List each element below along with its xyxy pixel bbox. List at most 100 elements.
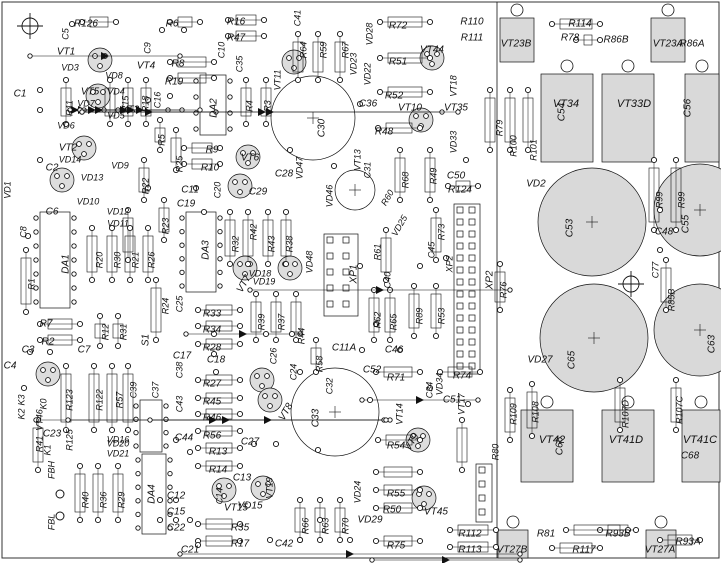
resistor-body	[457, 541, 489, 553]
solder-pad	[506, 86, 514, 94]
solder-pad	[492, 543, 500, 551]
solder-pad	[224, 16, 232, 24]
power-transistor-body	[520, 409, 574, 483]
solder-pad	[152, 336, 160, 344]
label-r107c: R107C	[674, 395, 684, 424]
resistor-body	[124, 235, 136, 273]
solder-pad	[496, 260, 504, 268]
label-vd14: VD14	[59, 154, 82, 164]
label-r27: R27	[203, 379, 222, 390]
label-r54: R54	[387, 441, 406, 452]
label-vd9: VD9	[111, 160, 129, 170]
resistor-body	[122, 373, 134, 423]
solder-pad	[486, 86, 494, 94]
label-s1: S1	[141, 334, 152, 346]
solder-pad	[416, 537, 424, 545]
solder-pad	[27, 53, 33, 59]
connector-pin	[468, 302, 476, 310]
solder-pad	[36, 320, 44, 328]
label-vd12: VD12	[107, 206, 130, 216]
label-r26: R26	[146, 252, 156, 269]
label-k2: K2	[16, 408, 26, 419]
resistor-body	[387, 52, 423, 64]
solder-pad	[97, 63, 103, 69]
solder-pad	[46, 348, 54, 356]
solder-pad	[180, 160, 188, 168]
solder-pad	[424, 51, 430, 57]
resistor-body	[494, 271, 506, 303]
solder-pad	[376, 54, 384, 62]
mounting-hole	[540, 395, 554, 409]
solder-pad	[330, 162, 338, 170]
connector-pin	[468, 242, 476, 250]
label-c65: C65	[567, 350, 578, 369]
label-r9: R9	[206, 145, 219, 156]
solder-pad	[194, 340, 202, 348]
label-c35: C35	[234, 55, 244, 73]
label-r32: R32	[230, 236, 240, 253]
solder-pad	[356, 100, 364, 108]
label-c68: C68	[681, 451, 700, 462]
solder-pad	[194, 520, 202, 528]
solder-pad	[108, 426, 116, 434]
label-r68: R68	[400, 172, 410, 189]
resistor-body	[138, 167, 150, 193]
resistor-body	[447, 366, 473, 378]
solder-pad	[167, 470, 173, 477]
solder-pad	[163, 403, 169, 409]
label-c5: C5	[60, 27, 70, 39]
label-vt15: VT15	[224, 503, 248, 514]
label-c42: C42	[275, 539, 294, 550]
label-r4: R4	[244, 100, 254, 112]
label-r123: R123	[64, 389, 74, 411]
label-vt11: VT11	[272, 70, 282, 91]
solder-pad	[236, 410, 244, 418]
label-r124: R124	[448, 185, 472, 196]
label-c50: C50	[447, 171, 466, 182]
label-c34: C34	[424, 382, 434, 399]
solder-pad	[194, 541, 202, 549]
solder-pad	[179, 256, 185, 262]
solder-pad	[372, 486, 380, 494]
solder-pad	[24, 232, 32, 240]
solder-pad	[114, 342, 122, 350]
solder-pad	[426, 146, 434, 154]
label-r93b: R93B	[605, 529, 630, 540]
solder-pad	[144, 96, 152, 104]
resistor-body	[383, 366, 413, 378]
connector-pin	[326, 300, 334, 308]
label-r125: R125	[64, 428, 74, 451]
solder-pad	[156, 496, 164, 504]
resistor-body	[205, 408, 233, 420]
solder-pad	[62, 426, 70, 434]
solder-pad	[436, 368, 444, 376]
solder-pad	[34, 466, 42, 474]
solder-pad	[372, 504, 380, 512]
solder-pad	[267, 403, 273, 409]
solder-pad	[291, 65, 297, 71]
solder-pad	[172, 496, 180, 504]
solder-pad	[226, 483, 232, 489]
solder-pad	[193, 126, 199, 132]
label-fbh: FBH	[46, 460, 56, 479]
solder-pad	[312, 336, 320, 344]
solder-pad	[200, 208, 208, 216]
solder-pad	[227, 94, 233, 100]
label-r34: R34	[203, 325, 222, 336]
label-vt17: VT17	[456, 392, 466, 415]
label-vt5: VT5	[81, 87, 100, 98]
solder-pad	[296, 536, 304, 544]
resistor-body	[205, 442, 233, 454]
resistor-body	[262, 219, 274, 257]
resistor-body	[385, 434, 413, 446]
solder-pad	[194, 322, 202, 330]
solder-pad	[656, 246, 664, 254]
solder-pad	[135, 470, 141, 477]
connector-pin	[478, 508, 486, 516]
connector-pin	[456, 302, 464, 310]
solder-pad	[262, 330, 270, 338]
label-vd24: VD24	[352, 481, 362, 504]
solder-pad	[144, 276, 152, 284]
connector-pin	[456, 278, 464, 286]
connector-pin	[468, 218, 476, 226]
